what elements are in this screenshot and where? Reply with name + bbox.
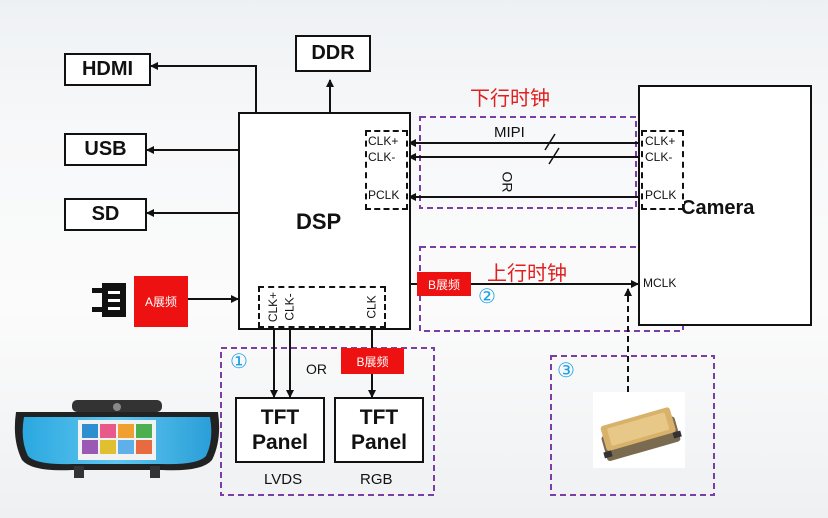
hdmi-block: HDMI bbox=[64, 53, 151, 86]
mipi-label: MIPI bbox=[494, 124, 525, 141]
or-panel-label: OR bbox=[306, 361, 327, 377]
usb-label: USB bbox=[84, 138, 127, 160]
dsp-pin-group-right bbox=[365, 130, 408, 210]
usb-block: USB bbox=[64, 133, 147, 166]
downlink-clock-title: 下行时钟 bbox=[470, 88, 550, 110]
region-downlink bbox=[419, 116, 637, 209]
ddr-block: DDR bbox=[295, 35, 371, 72]
lvds-label: LVDS bbox=[264, 471, 303, 488]
tft-rgb-label: TFT Panel bbox=[350, 405, 408, 454]
link-dsp-hdmi bbox=[150, 62, 257, 112]
mipi-slash-2 bbox=[548, 147, 560, 165]
camera-pin-clk-plus: CLK+ bbox=[645, 134, 676, 148]
power-plug-icon bbox=[92, 283, 126, 317]
region-crystal bbox=[550, 355, 715, 496]
tft-lvds-label: TFT Panel bbox=[251, 405, 309, 454]
marker-three: ③ bbox=[557, 360, 575, 382]
b-spread-rgb-tag: B展频 bbox=[341, 348, 404, 374]
mipi-slash-1 bbox=[544, 133, 556, 151]
dsp-pin-pclk: PCLK bbox=[368, 188, 400, 202]
camera-pin-group bbox=[641, 130, 684, 210]
tft-rgb-block: TFT Panel bbox=[334, 397, 424, 463]
dsp-pin-bottom-clk-minus: CLK- bbox=[282, 293, 297, 321]
camera-pin-mclk: MCLK bbox=[643, 276, 677, 290]
dsp-pin-group-bottom bbox=[258, 286, 386, 328]
uplink-clock-title: 上行时钟 bbox=[487, 263, 567, 285]
camera-pin-pclk: PCLK bbox=[645, 188, 677, 202]
a-spread-tag: A展频 bbox=[134, 276, 188, 327]
dsp-pin-clk-minus: CLK- bbox=[368, 150, 396, 164]
marker-one: ① bbox=[230, 351, 248, 373]
ddr-label: DDR bbox=[311, 42, 355, 64]
camera-label: Camera bbox=[681, 197, 755, 219]
dsp-pin-bottom-clk-plus: CLK+ bbox=[266, 291, 281, 323]
b-spread-mclk-tag: B展频 bbox=[417, 272, 471, 296]
rgb-label: RGB bbox=[360, 471, 393, 488]
dsp-pin-bottom-clk: CLK bbox=[364, 295, 379, 319]
sd-label: SD bbox=[91, 203, 120, 225]
dsp-label: DSP bbox=[296, 209, 342, 234]
dsp-pin-clk-plus: CLK+ bbox=[368, 134, 399, 148]
sd-block: SD bbox=[64, 198, 147, 231]
camera-pin-clk-minus: CLK- bbox=[645, 150, 673, 164]
crystal-oscillator-icon bbox=[593, 392, 685, 468]
tft-lvds-block: TFT Panel bbox=[235, 397, 325, 463]
or-camera-label: OR bbox=[499, 171, 516, 193]
marker-two: ② bbox=[478, 286, 496, 308]
hdmi-label: HDMI bbox=[81, 58, 134, 80]
rearview-mirror-device-icon bbox=[14, 400, 220, 478]
